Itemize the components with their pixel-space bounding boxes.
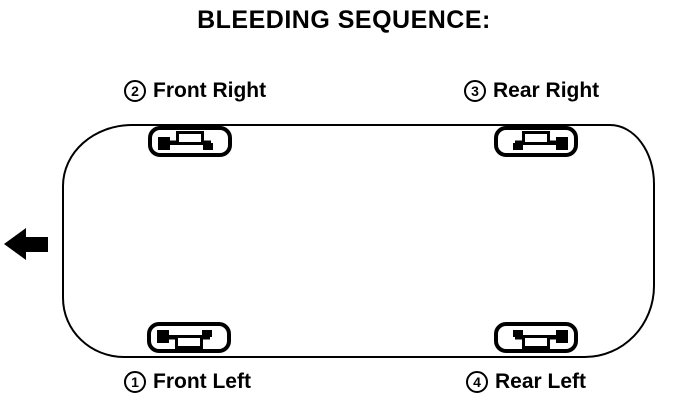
front-direction-arrow-icon bbox=[4, 228, 48, 260]
wheel-label-text: Rear Left bbox=[495, 370, 587, 393]
sequence-number-badge: 1 bbox=[124, 371, 146, 393]
page-title: BLEEDING SEQUENCE: bbox=[197, 6, 491, 34]
label-front-left: 1 Front Left bbox=[124, 370, 251, 394]
label-rear-right: 3 Rear Right bbox=[464, 79, 599, 103]
wheel-rear-left bbox=[494, 322, 578, 353]
wheel-label-text: Front Right bbox=[153, 79, 267, 102]
label-front-right: 2 Front Right bbox=[124, 79, 266, 103]
wheel-front-right bbox=[148, 126, 232, 157]
brake-caliper-icon bbox=[157, 329, 212, 349]
wheel-label-text: Rear Right bbox=[493, 79, 600, 102]
sequence-number-badge: 2 bbox=[124, 80, 146, 102]
brake-caliper-icon bbox=[513, 130, 568, 150]
sequence-number-badge: 4 bbox=[466, 371, 488, 393]
wheel-front-left bbox=[147, 322, 231, 353]
sequence-number-badge: 3 bbox=[464, 80, 486, 102]
wheel-rear-right bbox=[494, 126, 578, 157]
wheel-label-text: Front Left bbox=[153, 370, 251, 393]
brake-caliper-icon bbox=[158, 130, 213, 150]
label-rear-left: 4 Rear Left bbox=[466, 370, 586, 394]
car-body-outline bbox=[62, 124, 655, 358]
brake-caliper-icon bbox=[513, 329, 568, 349]
